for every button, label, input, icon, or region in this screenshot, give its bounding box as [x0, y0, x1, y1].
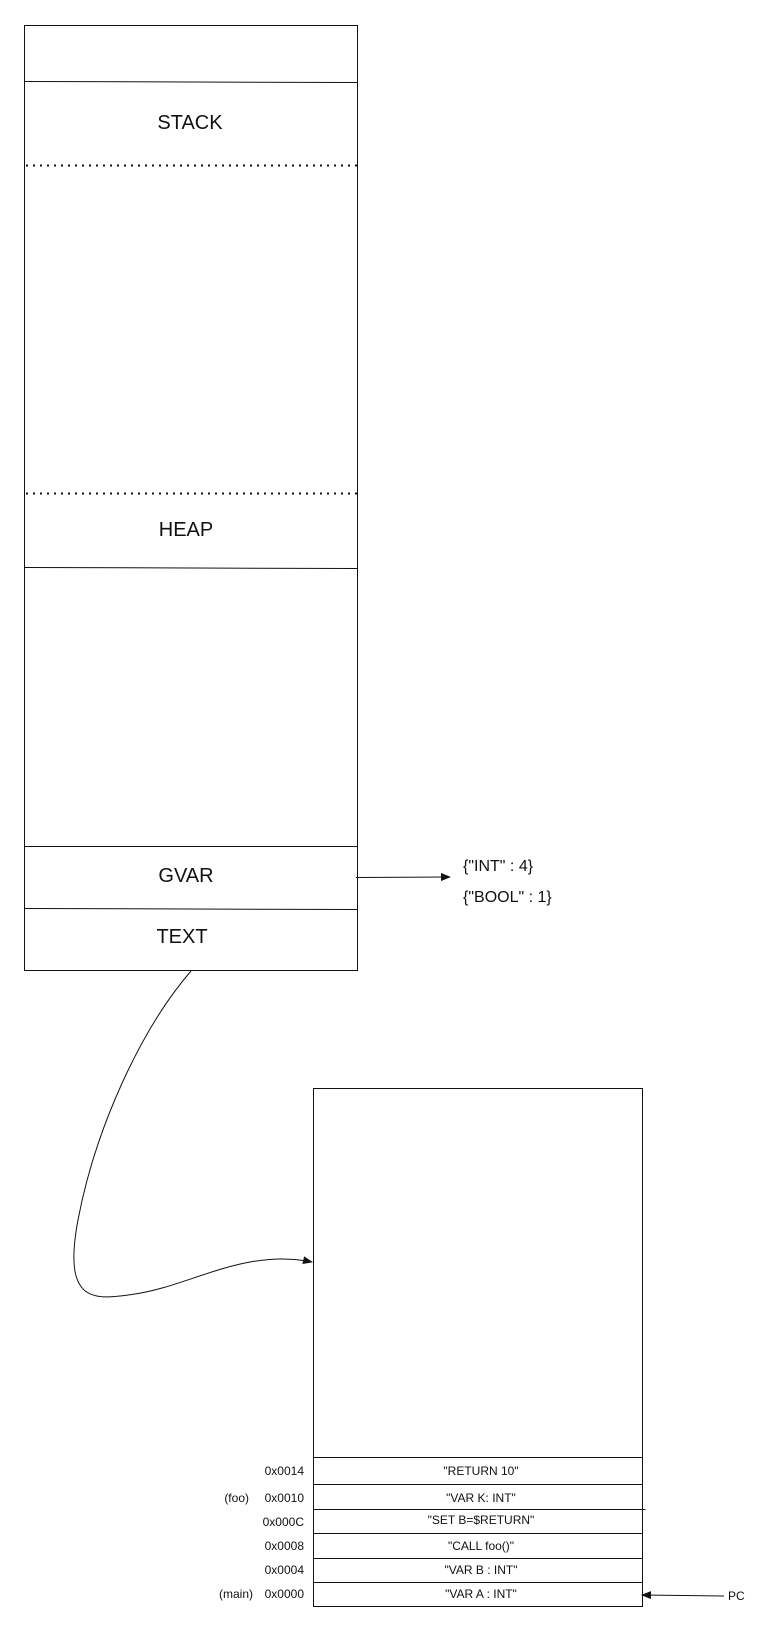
global-entry-int: {"INT" : 4}: [463, 858, 534, 875]
function-label-main: (main): [219, 1587, 253, 1601]
heap-bottom-divider: [24, 567, 358, 569]
pc-label: PC: [728, 1589, 745, 1603]
instruction-0008: "CALL foo()": [448, 1539, 514, 1553]
gvar-arrow: [355, 873, 451, 882]
gvar-bottom-divider: [24, 908, 358, 910]
text-label: TEXT: [156, 926, 207, 948]
memory-column-box: [24, 25, 358, 971]
pc-arrow: [641, 1591, 725, 1600]
stack-top-divider: [24, 81, 358, 83]
global-entry-bool: {"BOOL" : 1}: [463, 889, 552, 906]
instruction-0000: "VAR A : INT": [445, 1587, 517, 1601]
address-000c: 0x000C: [263, 1515, 305, 1529]
text-segment-box: [313, 1088, 643, 1607]
address-0000: 0x0000: [265, 1587, 305, 1601]
gvar-label: GVAR: [158, 865, 213, 887]
stack-label: STACK: [157, 112, 223, 134]
instruction-0014: "RETURN 10": [443, 1464, 518, 1478]
instruction-0010: "VAR K: INT": [446, 1491, 516, 1505]
instruction-000c: "SET B=$RETURN": [428, 1513, 535, 1527]
heap-label: HEAP: [159, 519, 213, 541]
function-label-foo: (foo): [224, 1491, 249, 1505]
text-segment-connector: [73, 970, 313, 1298]
address-0014: 0x0014: [265, 1464, 305, 1478]
address-0008: 0x0008: [265, 1539, 305, 1553]
address-0010: 0x0010: [265, 1491, 305, 1505]
instruction-0004: "VAR B : INT": [445, 1563, 518, 1577]
address-0004: 0x0004: [265, 1563, 305, 1577]
